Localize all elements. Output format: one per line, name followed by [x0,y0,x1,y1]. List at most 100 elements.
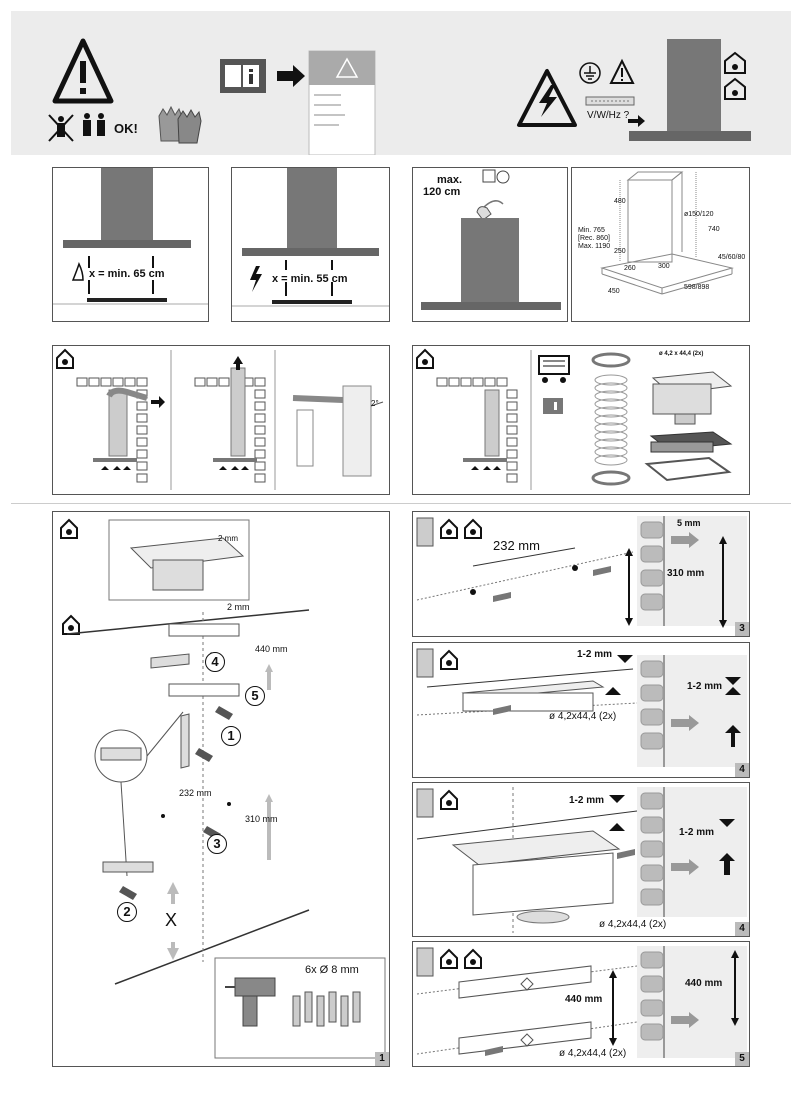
extraction-icon [56,348,74,369]
filter-frame-image [644,456,732,482]
ok-label: OK! [114,121,138,136]
step4b-screw: ø 4,2x44,4 (2x) [599,919,667,930]
hood-image [629,39,751,141]
step4a-panel: 1-2 mm 1-2 mm ø 4,2x44,4 (2x) 4 [412,642,750,778]
step1-num-5: 5 [245,686,265,706]
small-warning-icon [609,58,635,84]
level-circle [94,729,148,783]
step1-x-mark: X [165,910,178,930]
step4b-panel: 1-2 mm 1-2 mm ø 4,2x44,4 (2x) 4 [412,782,750,937]
dim-450: 450 [608,288,620,295]
recirculation-icon [60,518,78,539]
step1-num-3: 3 [207,834,227,854]
manual-small-icon [543,398,563,414]
adults-icon [83,113,105,136]
header-band: OK! V/W/Hz ? [11,11,791,155]
recirculation-icon [416,348,434,369]
step1-440mm: 440 mm [255,644,288,654]
step1-num-1: 1 [221,726,241,746]
step4a-page-number: 4 [735,763,749,777]
dim-min-3: Max. 1190 [578,243,611,250]
recirculation-icon [440,789,458,810]
step1-232mm: 232 mm [179,788,212,798]
dowel-icon [416,517,434,547]
step1-2mm: 2 mm [227,602,250,612]
carbon-filter-image [649,431,733,453]
step1-2mm-top: 2 mm [218,534,238,543]
header-graphics [48,38,751,155]
arrow-small-icon [628,115,645,127]
step3-310mm: 310 mm [667,568,705,579]
outlet-height-panel: max. 120 cm [412,167,568,322]
dim-min-2: [Rec. 860] [578,235,610,242]
flame-icon [71,262,84,281]
drill-icon [225,977,276,1027]
extraction-icon [62,614,80,635]
dim-740: 740 [708,226,720,233]
manual-icon [220,59,266,93]
hand-icon [476,206,492,221]
rating-plate-icon [585,96,635,106]
divider-line [11,503,791,504]
extraction-icon [440,518,458,539]
socket-icon [482,169,496,183]
dim-250: 250 [614,248,626,255]
gas-clearance-label: x = min. 65 cm [89,268,165,280]
no-children-icon [48,114,74,142]
extraction-icon [440,948,458,969]
screw-spec-label: ø 4,2 x 44,4 (2x) [659,351,704,357]
ground-icon [579,62,601,84]
step4a-12mm-b: 1-2 mm [687,681,723,692]
dowel-icon [416,947,434,977]
step1-drill-label: 6x Ø 8 mm [305,964,359,976]
recirculation-panel: ø 4,2 x 44,4 (2x) [412,345,750,495]
dim-598: 598/898 [684,284,710,291]
step1-num-2: 2 [117,902,137,922]
electric-hazard-icon [517,69,577,127]
electric-clearance-panel: x = min. 55 cm [231,167,390,322]
recirculation-icon [464,518,482,539]
deflector-image [651,371,733,425]
dim-min-1: Min. 765 [578,227,605,234]
max-label-2: 120 cm [423,186,461,198]
step3-panel: 232 mm 5 mm 310 mm 3 [412,511,750,637]
step4a-12mm-a: 1-2 mm [577,649,613,660]
recirculation-icon [724,77,746,100]
max-label-1: max. [437,174,463,186]
step1-panel: 2 mm 2 mm 440 mm 232 mm 310 mm 4 5 1 3 2… [52,511,390,1067]
flexible-duct-icon [594,374,628,466]
dim-480: 480 [614,198,626,205]
manual-page-image [308,50,376,155]
warning-icon [52,38,114,104]
step5-page-number: 5 [735,1052,749,1066]
step3-page-number: 3 [735,622,749,636]
dim-300: 300 [658,263,670,270]
step3-5mm: 5 mm [677,518,701,528]
angle-label: 2° [371,399,379,408]
dim-45: 45/60/80 [718,254,746,261]
gas-clearance-panel: x = min. 65 cm [52,167,209,322]
dowel-icon [416,648,434,678]
dim-150: ø150/120 [684,211,714,218]
extraction-icon [440,649,458,670]
extraction-icon [724,51,746,74]
recirculation-icon [464,948,482,969]
step1-310mm: 310 mm [245,814,278,824]
dimensions-panel: 480 ø150/120 740 Min. 765 [Rec. 860] Max… [571,167,750,322]
cart-icon [538,355,570,383]
dim-260: 260 [624,265,636,272]
dowels-icon [292,991,361,1027]
step5-panel: 440 mm 440 mm ø 4,2x44,4 (2x) 5 [412,941,750,1067]
lightning-icon [250,266,262,292]
step1-page-number: 1 [375,1052,389,1066]
step4b-12mm-b: 1-2 mm [679,827,715,838]
ground-small-icon [496,170,510,184]
step4b-12mm-a: 1-2 mm [569,795,605,806]
step5-440mm-a: 440 mm [685,978,723,989]
step4b-page-number: 4 [735,922,749,936]
extraction-panel: 2° [52,345,390,495]
step4a-screw: ø 4,2x44,4 (2x) [549,711,617,722]
step3-232mm: 232 mm [493,538,540,553]
step5-440mm-b: 440 mm [565,994,603,1005]
clamp-icon [591,352,631,486]
